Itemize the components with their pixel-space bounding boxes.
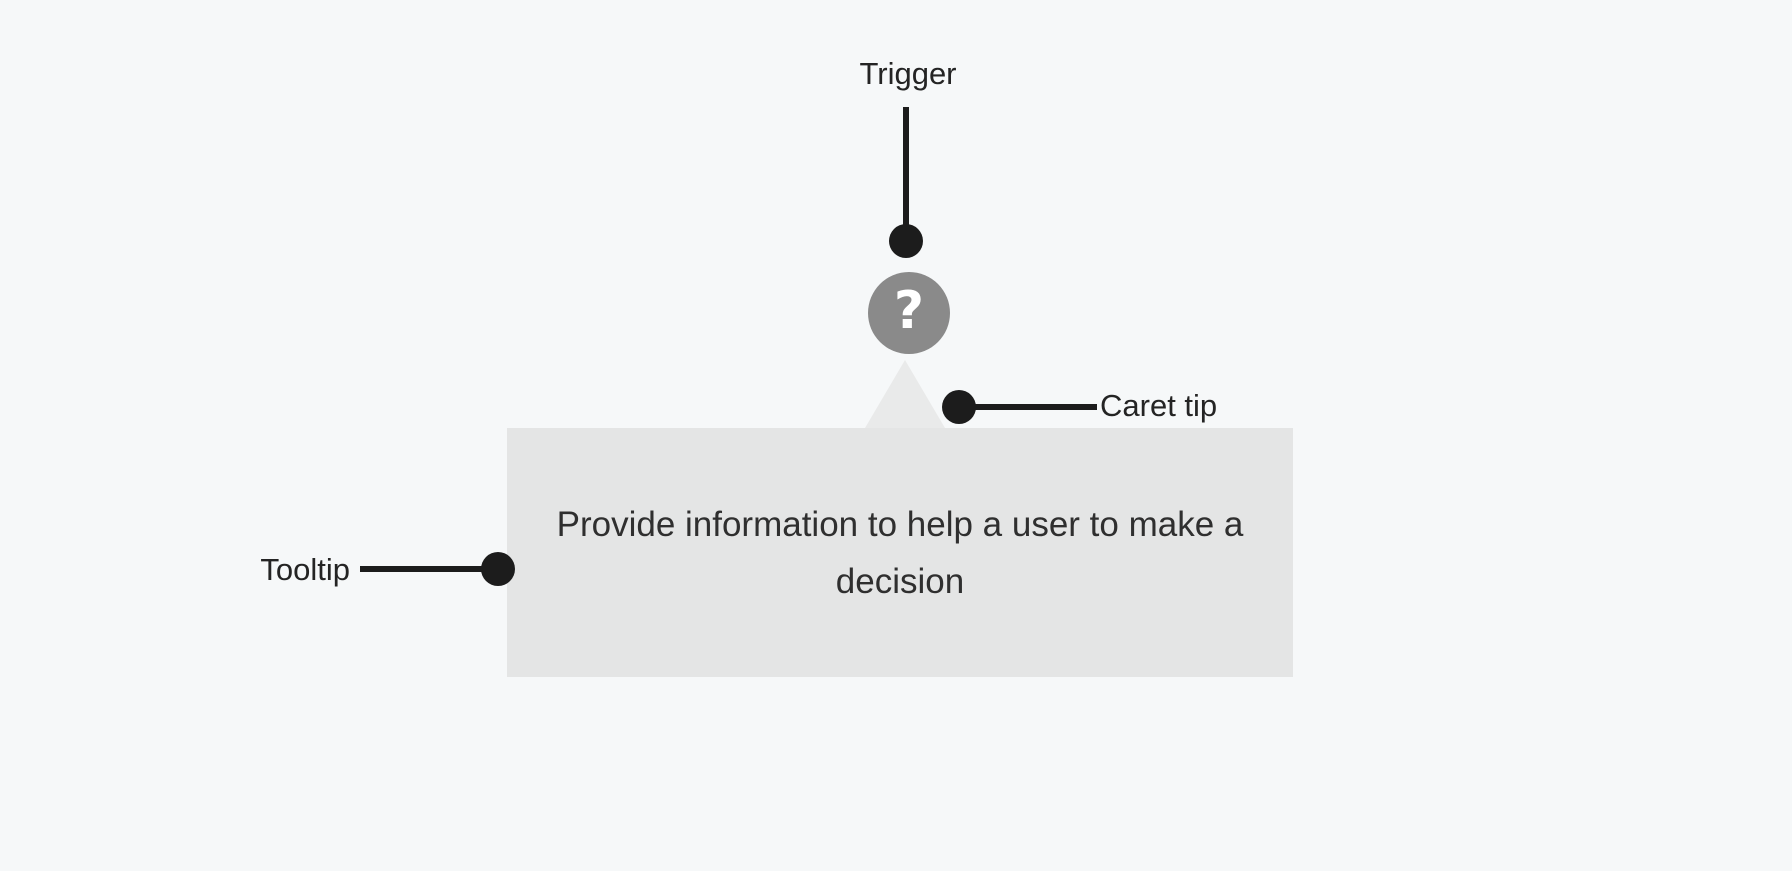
trigger-callout-dot [889, 224, 923, 258]
caret-tip-callout-line [959, 404, 1097, 410]
tooltip-caret [865, 360, 945, 428]
tooltip-text: Provide information to help a user to ma… [556, 504, 1244, 601]
trigger-callout-line [903, 107, 909, 225]
trigger-callout-label: Trigger [859, 56, 957, 91]
tooltip-body: Provide information to help a user to ma… [507, 428, 1293, 677]
tooltip-callout-line [360, 566, 483, 572]
question-mark-icon: ? [893, 281, 925, 341]
help-trigger-button[interactable]: ? [868, 272, 950, 354]
tooltip-callout-label: Tooltip [260, 552, 350, 587]
tooltip-callout-dot [481, 552, 515, 586]
caret-tip-callout-label: Caret tip [1100, 388, 1218, 423]
